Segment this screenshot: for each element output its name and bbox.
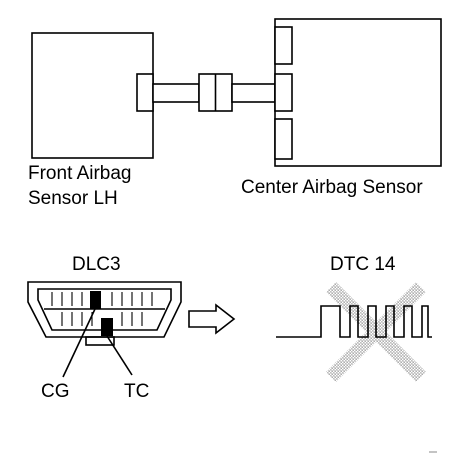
front-sensor-connector: [136, 73, 154, 112]
front-sensor-body: [31, 32, 154, 159]
center-sensor-connector-3: [274, 118, 293, 160]
cg-lead: [62, 308, 96, 378]
wire-harness: [152, 73, 276, 112]
dlc3-label: DLC3: [72, 254, 121, 275]
center-sensor-connector-2: [274, 73, 293, 112]
dlc3-inner-shell: [37, 288, 172, 331]
harness-left: [152, 83, 200, 103]
front-airbag-sensor: [31, 32, 154, 159]
tc-label: TC: [124, 381, 149, 402]
front-sensor-label-line2: Sensor LH: [28, 188, 118, 209]
center-sensor-label: Center Airbag Sensor: [241, 177, 423, 198]
dlc3-connector: [27, 281, 182, 346]
dlc3-latch: [85, 336, 115, 346]
right-arrow-icon: [188, 303, 236, 335]
cg-terminal: [90, 291, 101, 309]
tc-terminal: [101, 318, 113, 336]
cg-label: CG: [41, 381, 70, 402]
dtc-label: DTC 14: [330, 254, 396, 275]
dlc3-outer-shell: [27, 281, 182, 338]
tc-lead: [106, 335, 133, 376]
dtc-blink-waveform: [276, 305, 432, 338]
harness-right: [231, 83, 276, 103]
front-sensor-label-line1: Front Airbag: [28, 163, 132, 184]
center-sensor-body: [274, 18, 442, 167]
center-airbag-sensor: [274, 18, 442, 167]
center-sensor-connector-1: [274, 26, 293, 65]
